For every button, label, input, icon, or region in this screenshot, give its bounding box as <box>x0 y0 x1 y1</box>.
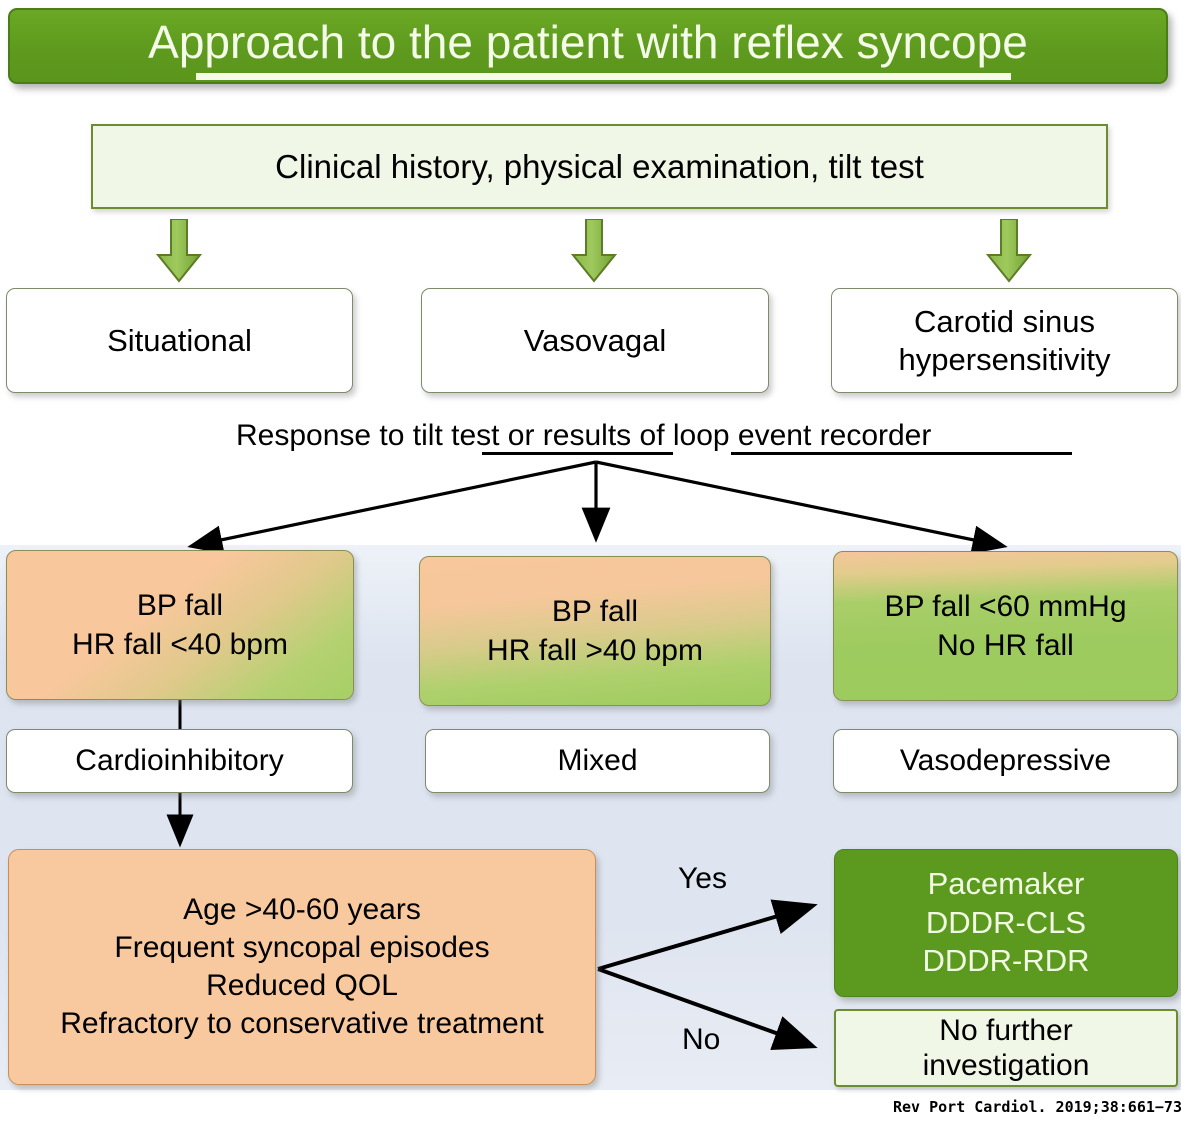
criteria-line-2: HR fall <40 bpm <box>72 628 288 661</box>
classification-vasodepressive: Vasodepressive <box>833 729 1178 793</box>
outcome-no-further-investigation: No further investigation <box>834 1009 1178 1087</box>
syncope-type-situational: Situational <box>6 288 353 393</box>
indication-line-1: Age >40-60 years <box>183 893 421 927</box>
indication-line-4: Refractory to conservative treatment <box>60 1006 544 1040</box>
pacemaker-line-2: DDDR-CLS <box>925 904 1087 940</box>
criteria-box-cardioinhibitory: BP fall HR fall <40 bpm <box>6 550 354 700</box>
no-further-line-2: investigation <box>922 1049 1090 1082</box>
criteria-line-2: No HR fall <box>937 629 1074 662</box>
syncope-type-carotid-sinus: Carotid sinus hypersensitivity <box>831 288 1178 393</box>
no-further-line-1: No further <box>939 1013 1073 1047</box>
branch-label-no: No <box>682 1023 721 1056</box>
criteria-box-mixed: BP fall HR fall >40 bpm <box>419 556 771 706</box>
branch-label-yes: Yes <box>678 862 727 895</box>
outcome-pacemaker: Pacemaker DDDR-CLS DDDR-RDR <box>834 849 1178 997</box>
criteria-line-1: BP fall <box>136 589 224 622</box>
syncope-type-label-2: hypersensitivity <box>898 341 1111 377</box>
pacemaker-indication-box: Age >40-60 years Frequent syncopal episo… <box>8 849 596 1085</box>
criteria-line-1: BP fall <60 mmHg <box>884 590 1127 623</box>
indication-line-2: Frequent syncopal episodes <box>114 931 490 965</box>
assessment-label: Clinical history, physical examination, … <box>275 147 924 185</box>
syncope-type-label: Vasovagal <box>523 322 667 358</box>
syncope-type-vasovagal: Vasovagal <box>421 288 769 393</box>
classification-label: Cardioinhibitory <box>75 744 284 777</box>
response-underline-2 <box>731 452 1072 455</box>
syncope-type-label: Carotid sinus <box>914 303 1095 339</box>
title-underline <box>196 73 1011 80</box>
classification-label: Vasodepressive <box>899 744 1112 777</box>
syncope-type-label: Situational <box>107 322 252 358</box>
page-title-banner: Approach to the patient with reflex sync… <box>8 8 1168 84</box>
criteria-box-vasodepressive: BP fall <60 mmHg No HR fall <box>833 551 1178 701</box>
citation: Rev Port Cardiol. 2019;38:661−73 <box>893 1098 1181 1116</box>
classification-label: Mixed <box>557 744 638 777</box>
block-arrow-down-situational <box>156 219 202 283</box>
indication-line-3: Reduced QOL <box>206 969 398 1002</box>
classification-cardioinhibitory: Cardioinhibitory <box>6 729 353 793</box>
criteria-line-1: BP fall <box>551 595 639 628</box>
response-underline-1 <box>482 452 673 455</box>
block-arrow-down-carotid <box>986 219 1032 283</box>
assessment-box: Clinical history, physical examination, … <box>91 124 1108 209</box>
classification-mixed: Mixed <box>425 729 770 793</box>
criteria-line-2: HR fall >40 bpm <box>487 634 703 667</box>
block-arrow-down-vasovagal <box>571 219 617 283</box>
page-title: Approach to the patient with reflex sync… <box>148 16 1028 68</box>
response-note: Response to tilt test or results of loop… <box>236 419 932 452</box>
pacemaker-line-1: Pacemaker <box>927 866 1085 902</box>
pacemaker-line-3: DDDR-RDR <box>922 943 1090 979</box>
